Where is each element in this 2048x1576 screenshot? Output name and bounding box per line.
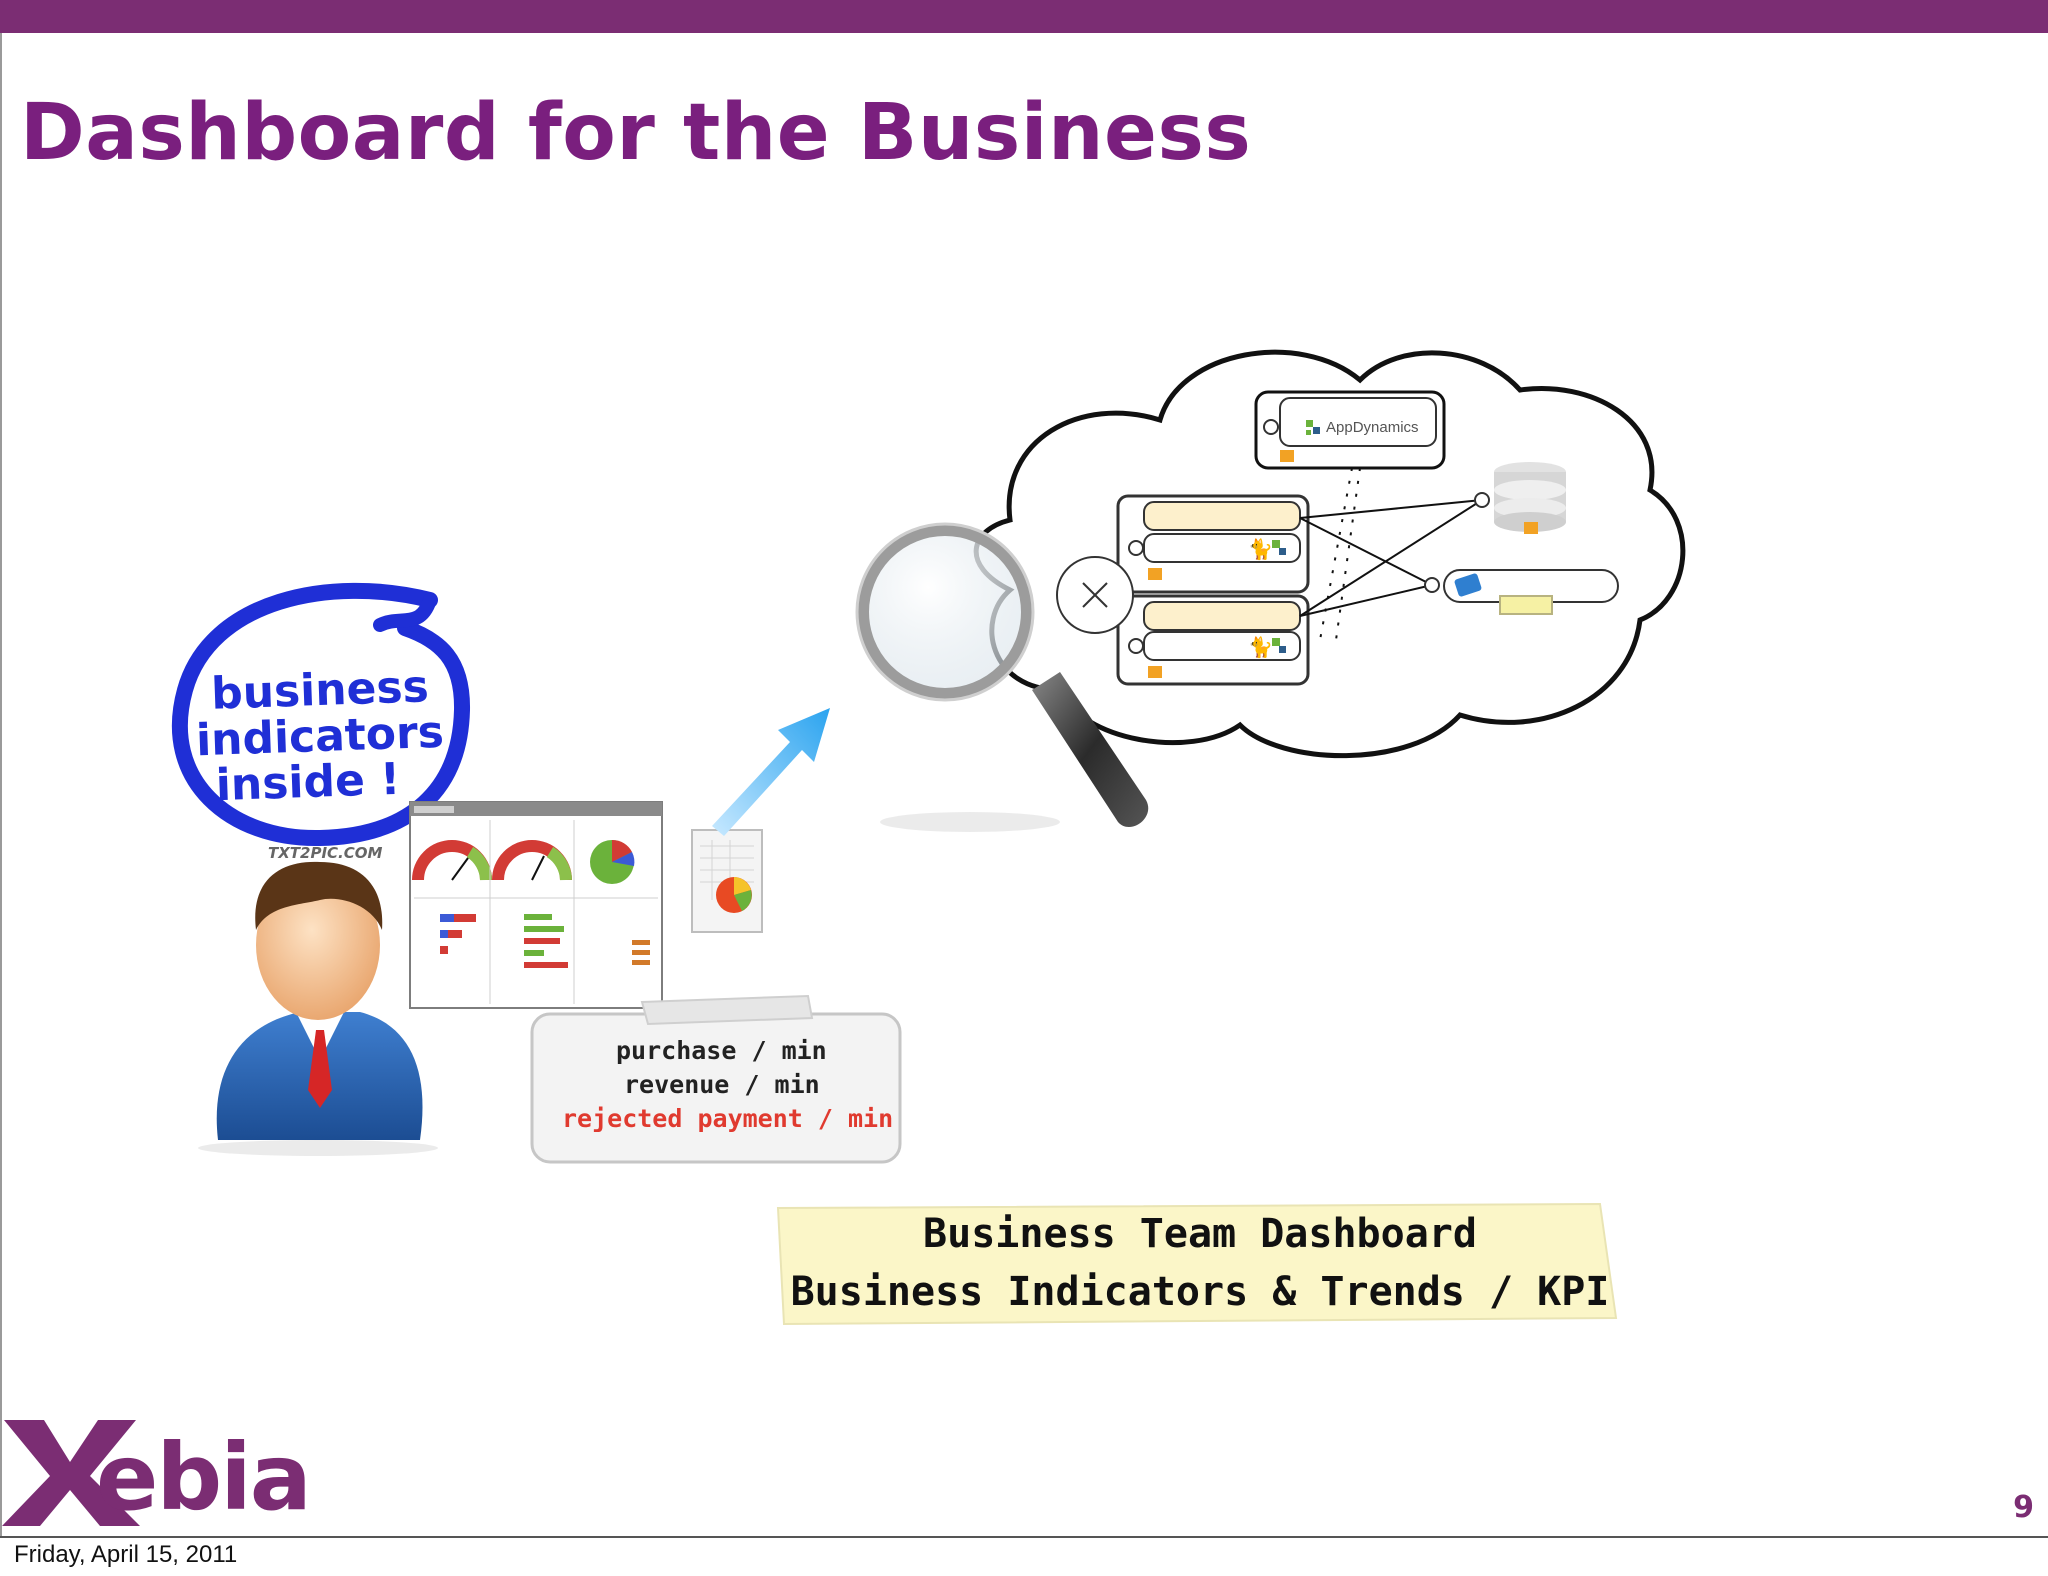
slide-left-border [0,33,2,1538]
business-indicators-badge [172,582,471,847]
slide-title: Dashboard for the Business [20,88,1252,178]
kpi-line-2: Business Indicators & Trends / KPI [790,1269,1610,1315]
xebia-logo-text: ebia [96,1424,312,1531]
appdynamics-logo-icon [1306,420,1320,435]
page-number: 9 [2013,1490,2034,1525]
arrow-up-right-icon [712,708,830,836]
metrics-note-card [530,994,902,1164]
tomcat-icon: 🐈 [1248,537,1273,561]
footer-divider [0,1536,2048,1538]
note-purchase-per-min: purchase / min [616,1036,827,1065]
appdynamics-label: AppDynamics [1326,419,1419,436]
tomcat-icon: 🐈 [1248,635,1273,659]
note-revenue-per-min: revenue / min [624,1070,820,1099]
xebia-x-logo-icon [2,1420,140,1526]
footer-date: Friday, April 15, 2011 [14,1541,238,1568]
badge-line-3: inside ! [214,753,402,812]
kpi-sticky-note [776,1202,1618,1326]
database-icon [1474,462,1566,534]
spreadsheet-chart-icon [691,829,763,933]
kpi-line-1: Business Team Dashboard [923,1211,1477,1257]
magnifier-icon [855,522,1149,832]
dashboard-screenshot [409,801,663,1009]
kpi-box-text: Business Team Dashboard Business Indicat… [790,1205,1610,1321]
businessman-icon [198,861,438,1156]
note-rejected-payment-per-min: rejected payment / min [562,1104,894,1133]
app-topology-map: 🐈 🐈 [1056,390,1619,686]
badge-credit: TXT2PIC.COM [268,844,383,862]
top-accent-bar [0,0,2048,33]
payment-service-node [1424,569,1619,615]
